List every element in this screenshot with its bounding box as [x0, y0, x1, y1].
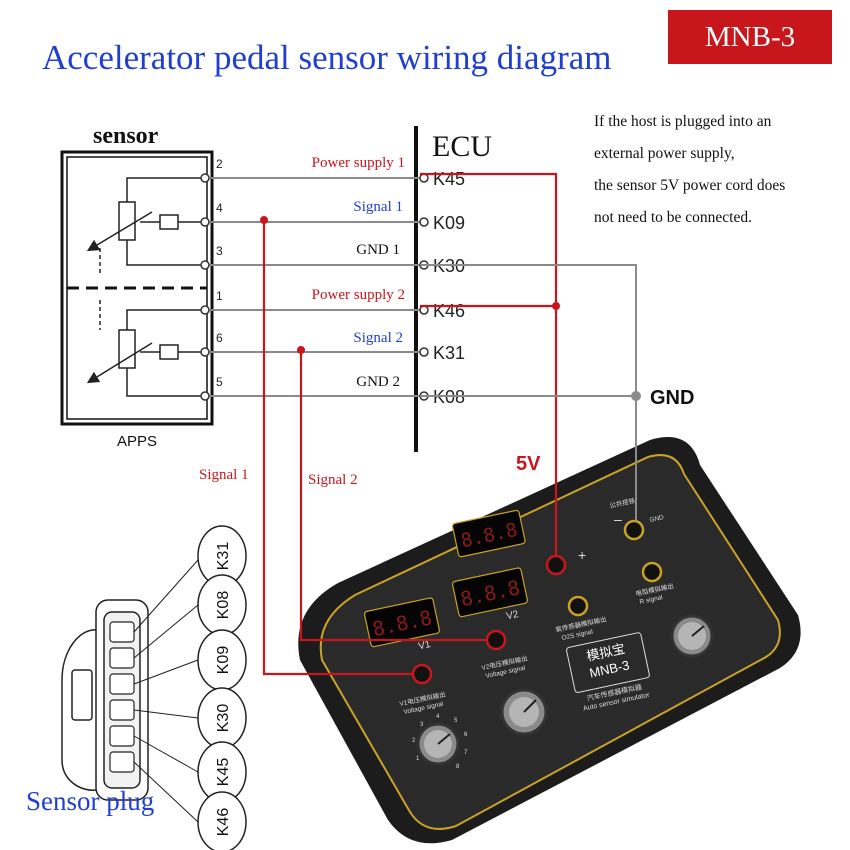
sensor-plug-drawing: [61, 559, 199, 823]
plug-pin-label: K45: [215, 758, 232, 787]
jack-r: [641, 561, 663, 583]
dial-mark: 1: [416, 756, 420, 762]
note-line: external power supply,: [594, 145, 735, 162]
display-v2: 8.8.8 V2: [451, 567, 528, 622]
jack-v2: [485, 629, 507, 651]
apps-label: APPS: [117, 433, 157, 450]
r-signal-en: R signal: [639, 594, 664, 606]
page-title: Accelerator pedal sensor wiring diagram: [42, 38, 612, 77]
jack-v1: [411, 663, 433, 685]
jack-plus-label: +: [578, 547, 586, 563]
jack-minus-label: –: [614, 511, 622, 527]
ecu-pin-label: K45: [433, 169, 465, 189]
jack-gnd: [623, 519, 645, 541]
power-note: If the host is plugged into an external …: [594, 106, 844, 234]
note-line: not need to be connected.: [594, 209, 752, 226]
sensor-pin-number: 3: [216, 244, 223, 258]
simulator-wires-red: [262, 172, 558, 676]
sensor-label: sensor: [93, 123, 159, 149]
note-line: the sensor 5V power cord does: [594, 177, 786, 194]
plug-pin-label: K46: [215, 808, 232, 837]
harness-wires: [205, 177, 420, 397]
sensor-plug-label: Sensor plug: [26, 786, 155, 816]
plug-pin-label: K31: [215, 542, 232, 571]
dial-mark: 4: [436, 714, 440, 720]
knob-v1: [416, 722, 460, 766]
wire-label-signal2: Signal 2: [353, 330, 403, 346]
dial-mark: 6: [464, 732, 468, 738]
ecu-pin-label: K46: [433, 301, 465, 321]
wire-junctions: [260, 216, 641, 401]
plug-pin-label: K30: [215, 704, 232, 733]
knob-r: [670, 614, 714, 658]
five-v-label: 5V: [516, 453, 541, 475]
dial-mark: 5: [454, 718, 458, 724]
potentiometer-upper: [86, 177, 205, 275]
wire-label-signal1: Signal 1: [353, 199, 403, 215]
plug-pin-bubbles: [197, 525, 247, 850]
sensor-pin-number: 2: [216, 157, 223, 171]
gnd-jack-en: GND: [649, 514, 665, 524]
sensor-pin-number: 1: [216, 289, 223, 303]
ecu-pin-label: K09: [433, 213, 465, 233]
sensor-pin-number: 5: [216, 375, 223, 389]
dial-mark: 7: [464, 750, 468, 756]
brand-plate: 模拟宝 MNB-3 汽车传感器模拟器 Auto sensor simulator: [566, 632, 651, 713]
knob-v2: [500, 688, 548, 736]
signal1-wire-label: Signal 1: [199, 467, 249, 483]
dial-mark: 2: [412, 738, 416, 744]
wire-label-power1: Power supply 1: [312, 155, 405, 171]
plug-pin-label: K09: [215, 646, 232, 675]
signal2-wire-label: Signal 2: [308, 472, 358, 488]
sensor-pin-number: 6: [216, 331, 223, 345]
dial-mark: 8: [456, 764, 460, 770]
display-v2-label: V2: [505, 609, 520, 622]
plug-pin-label: K08: [215, 591, 232, 620]
wire-label-gnd1: GND 1: [356, 242, 400, 258]
wire-label-power2: Power supply 2: [312, 287, 405, 303]
display-v1-label: V1: [417, 639, 432, 652]
sensor-pin-number: 4: [216, 201, 223, 215]
ecu-label: ECU: [432, 130, 492, 163]
jack-5v: [545, 554, 567, 576]
display-v3: 8.8.8: [451, 509, 526, 558]
jack-o2s: [567, 595, 589, 617]
model-badge: MNB-3: [668, 10, 832, 64]
wire-label-gnd2: GND 2: [356, 374, 400, 390]
sensor-box-outer: [60, 150, 214, 426]
dial-mark: 3: [420, 722, 424, 728]
ecu-pin-label: K31: [433, 343, 465, 363]
note-line: If the host is plugged into an: [594, 113, 772, 130]
gnd-label: GND: [650, 387, 694, 409]
display-v1: 8.8.8 V1: [363, 597, 440, 652]
simulator-device: 8.8.8 V1 8.8.8 V2 8.8.8 + – V: [298, 437, 801, 844]
potentiometer-lower: [86, 300, 205, 397]
